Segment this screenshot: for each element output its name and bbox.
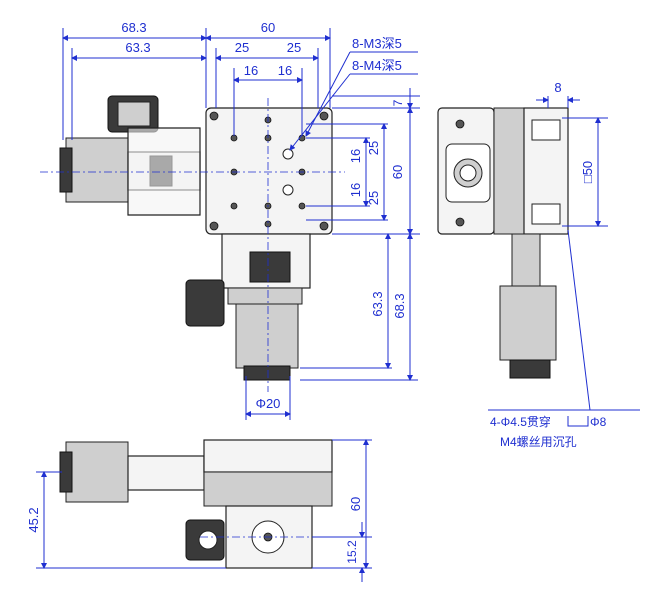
note-counterbore: Φ8 [590, 415, 607, 429]
dim-square: □50 [580, 161, 595, 183]
bottom-motor-cap [243, 365, 291, 381]
side-view: 8 □50 4-Φ4.5贯穿 Φ8 M4螺丝用沉孔 [437, 80, 640, 449]
left-motor-body [65, 137, 129, 203]
bottom-motor-flange [227, 287, 303, 305]
side-motor-cap [509, 359, 551, 379]
dim-motor-down-overall: 68.3 [392, 293, 407, 318]
note-screw: M4螺丝用沉孔 [500, 435, 577, 449]
stage-plate [205, 107, 333, 235]
dim-v-25-top: 25 [366, 141, 381, 155]
dim-height: 60 [390, 165, 405, 179]
bottom-motor-connector [185, 279, 225, 327]
front-motor-body [65, 441, 129, 503]
callout-m3: 8-M3深5 [352, 36, 402, 51]
dim-half-right: 25 [287, 40, 301, 55]
bottom-coupling [249, 251, 291, 283]
dim-motor-overall: 68.3 [121, 20, 146, 35]
front-upper-plate [203, 439, 333, 473]
dim-inner-left: 16 [244, 63, 258, 78]
top-view: 68.3 60 63.3 25 25 16 16 8-M3深5 8-M4深5 7… [40, 20, 420, 420]
side-motor-body [499, 285, 557, 361]
dim-inner-right: 16 [278, 63, 292, 78]
side-motor-shaft [511, 233, 541, 287]
dim-bottom-offset: 15.2 [345, 540, 359, 564]
stage-corner-screw [319, 221, 329, 231]
dim-motor-body: 63.3 [125, 40, 150, 55]
dim-v-16-top: 16 [348, 149, 363, 163]
left-motor-bracket [127, 127, 201, 216]
callout-m4: 8-M4深5 [352, 58, 402, 73]
side-bracket [493, 107, 525, 235]
note-through-hole: 4-Φ4.5贯穿 [490, 414, 551, 429]
dim-v-25-bottom: 25 [366, 191, 381, 205]
stage-corner-screw [209, 111, 219, 121]
front-mid-plate [203, 471, 333, 507]
stage-corner-screw [319, 111, 329, 121]
dim-half-left: 25 [235, 40, 249, 55]
dim-diameter: Φ20 [256, 396, 281, 411]
dim-motor-down-body: 63.3 [370, 291, 385, 316]
dim-top-offset: 7 [391, 99, 405, 106]
front-coupling [127, 455, 205, 491]
left-motor-connector-inner [117, 101, 151, 127]
stage-corner-screw [209, 221, 219, 231]
dim-width: 60 [261, 20, 275, 35]
dim-side-offset: 8 [554, 80, 561, 95]
left-motor-cap [59, 147, 73, 193]
front-view: 60 15.2 45.2 [26, 439, 372, 582]
dim-front-height: 60 [348, 497, 363, 511]
bottom-motor-body [235, 303, 299, 369]
dim-v-16-bottom: 16 [348, 183, 363, 197]
dim-left-height: 45.2 [26, 507, 41, 532]
